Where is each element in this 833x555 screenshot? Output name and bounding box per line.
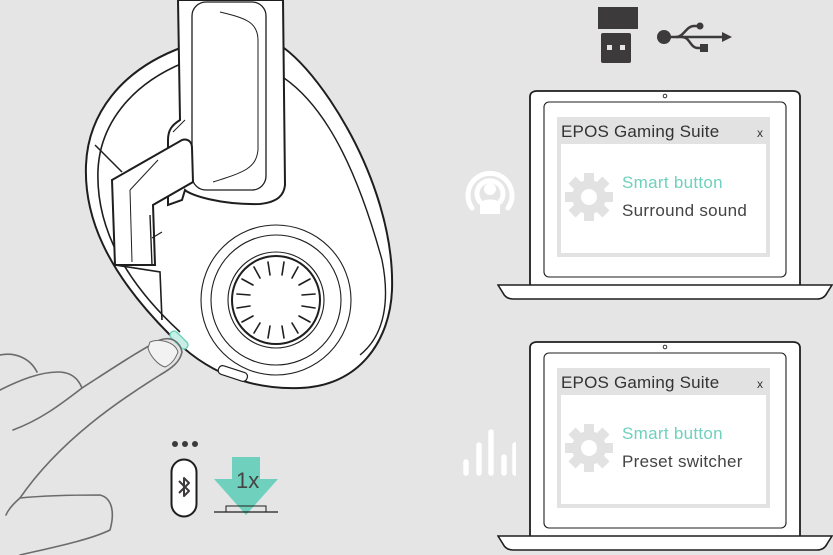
laptop-preset-switcher: EPOS Gaming Suite x Smart button Preset … (497, 340, 833, 552)
window-close-button[interactable]: x (757, 126, 763, 140)
window-title: EPOS Gaming Suite (561, 373, 720, 392)
setting-value: Preset switcher (622, 452, 743, 471)
press-count: 1x (236, 468, 260, 493)
laptop-surround-sound: EPOS Gaming Suite x Smart button Surroun… (497, 89, 833, 301)
gear-icon (565, 424, 613, 472)
surround-sound-broadcast-icon (460, 160, 520, 220)
setting-value: Surround sound (622, 201, 748, 220)
gear-icon (565, 173, 613, 221)
usb-symbol-icon (654, 22, 734, 56)
led-dots (171, 440, 199, 448)
window-close-button[interactable]: x (757, 377, 763, 391)
setting-label: Smart button (622, 424, 723, 443)
setting-label: Smart button (622, 173, 723, 192)
window-title: EPOS Gaming Suite (561, 122, 720, 141)
press-arrow-icon: 1x (214, 457, 278, 519)
headset-illustration (0, 0, 394, 555)
equalizer-bars-icon (456, 425, 516, 477)
usb-dongle-icon (596, 7, 640, 64)
bluetooth-button (170, 458, 198, 518)
bluetooth-icon (178, 477, 190, 497)
